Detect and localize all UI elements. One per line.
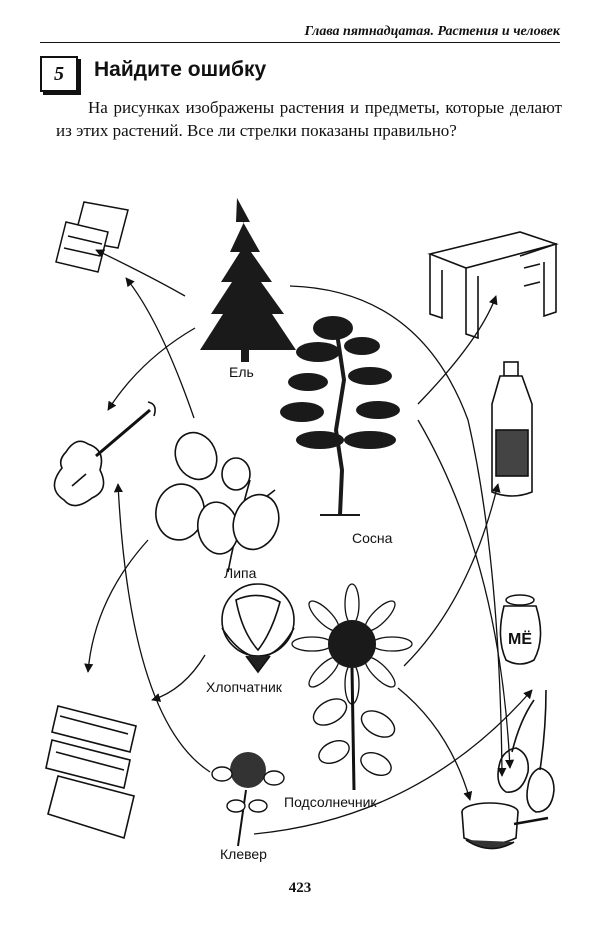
desk-illustration	[427, 231, 559, 340]
pine-illustration	[280, 316, 400, 516]
arrow-clover-to-violin	[113, 483, 211, 773]
paper-illustration	[55, 201, 129, 273]
label-linden: Липа	[224, 565, 257, 581]
spruce-illustration	[200, 198, 296, 362]
arrow-sunflower-to-basket	[397, 687, 473, 801]
task-number: 5	[40, 56, 78, 92]
label-sunflower: Подсолнечник	[284, 794, 377, 810]
arrow-clover-to-honey	[253, 689, 533, 835]
clover-illustration	[211, 752, 285, 847]
arrow-linden-to-paper	[125, 277, 195, 419]
header-rule	[40, 42, 560, 43]
arrow-spruce-to-paper	[95, 249, 186, 297]
fabric-rolls-illustration	[45, 705, 137, 840]
arrow-linden-to-fabric	[84, 539, 149, 673]
arrow-sunflower-to-oil-bottle	[403, 483, 501, 667]
arrow-spruce-to-violin	[107, 327, 196, 411]
bast-shoes-illustration	[497, 689, 555, 813]
task-text: На рисунках изображены растения и предме…	[56, 98, 562, 140]
task-title: Найдите ошибку	[94, 58, 267, 81]
honey-jar-label: МЁ	[508, 630, 532, 648]
label-cotton: Хлопчатник	[206, 679, 283, 695]
oil-bottle-illustration	[491, 361, 533, 497]
label-pine: Сосна	[352, 530, 393, 546]
page-number: 423	[288, 880, 312, 896]
running-head: Глава пятнадцатая. Растения и человек	[304, 24, 560, 39]
basket-illustration	[461, 802, 549, 850]
violin-illustration	[53, 401, 156, 507]
linden-illustration	[155, 431, 280, 573]
label-spruce: Ель	[229, 364, 254, 380]
arrow-pine-to-desk	[417, 295, 498, 405]
sunflower-illustration	[291, 583, 413, 791]
arrow-pine-to-bast-shoes	[417, 419, 515, 769]
label-clover: Клевер	[220, 846, 267, 862]
cotton-illustration	[221, 583, 295, 674]
arrows	[84, 249, 533, 835]
honey-jar-illustration: МЁ	[499, 594, 542, 665]
arrow-cotton-to-fabric	[151, 654, 206, 702]
